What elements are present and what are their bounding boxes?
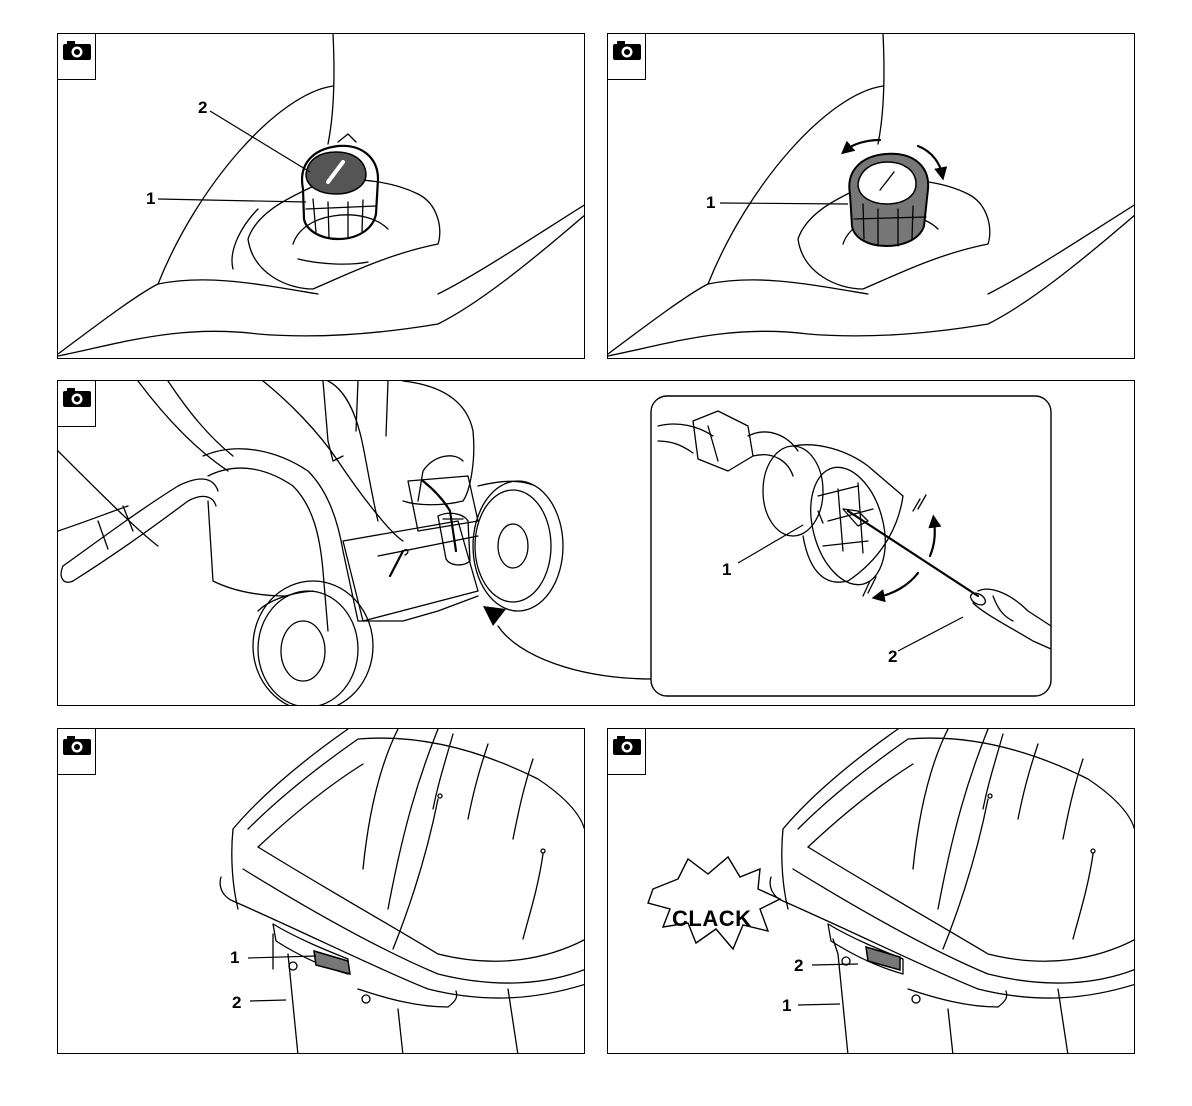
- camera-icon: [608, 34, 646, 80]
- callout-label: 1: [782, 997, 791, 1014]
- callout-label: 2: [888, 648, 897, 665]
- callout-label: 1: [706, 194, 715, 211]
- callout-label: 2: [198, 99, 207, 116]
- knob-closeup-drawing: [58, 34, 585, 359]
- lid-latch-click-drawing: [608, 729, 1135, 1054]
- callout-label: 1: [722, 561, 731, 578]
- callout-label: 2: [232, 994, 241, 1011]
- camera-icon: [58, 381, 96, 427]
- callout-label: 1: [230, 949, 239, 966]
- callout-label: 2: [794, 957, 803, 974]
- camera-icon: [58, 729, 96, 775]
- callout-label: 1: [146, 190, 155, 207]
- machine-rear-drawing: [58, 381, 1135, 706]
- clack-sound-label: CLACK: [672, 906, 752, 932]
- illustration-panel-4: 1 2: [57, 728, 585, 1054]
- camera-icon: [58, 34, 96, 80]
- illustration-panel-1: 2 1: [57, 33, 585, 359]
- knob-rotation-drawing: [608, 34, 1135, 359]
- illustration-panel-3: 1 2: [57, 380, 1135, 706]
- illustration-panel-5: CLACK 2 1: [607, 728, 1135, 1054]
- camera-icon: [608, 729, 646, 775]
- illustration-panel-2: 1: [607, 33, 1135, 359]
- lid-latch-drawing: [58, 729, 585, 1054]
